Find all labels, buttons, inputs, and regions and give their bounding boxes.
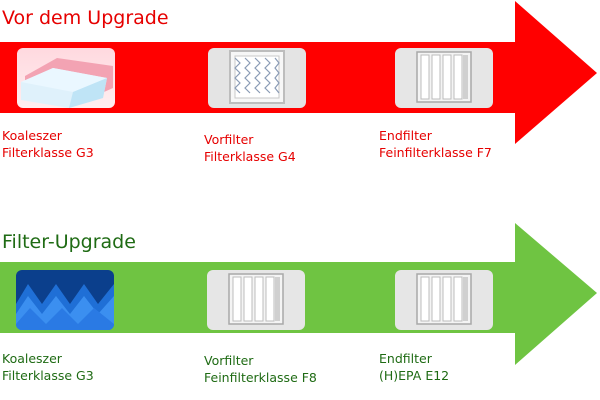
before-title: Vor dem Upgrade [2, 7, 169, 29]
before-stage-3-label: Endfilter Feinfilterklasse F7 [379, 127, 492, 161]
stage-class: Feinfilterklasse F8 [204, 370, 317, 385]
coalescer-pad-image [17, 48, 115, 108]
bag-filter-image [207, 270, 305, 330]
upgrade-stage-3-label: Endfilter (H)EPA E12 [379, 350, 449, 384]
before-stage-2-label: Vorfilter Filterklasse G4 [204, 131, 296, 165]
bag-filter-image [395, 270, 493, 330]
pleated-panel-filter-image [208, 48, 306, 108]
stage-name: Endfilter [379, 128, 432, 143]
upgrade-title: Filter-Upgrade [2, 231, 136, 253]
stage-class: Feinfilterklasse F7 [379, 145, 492, 160]
stage-name: Vorfilter [204, 353, 254, 368]
upgrade-stage-1-label: Koaleszer Filterklasse G3 [2, 350, 94, 384]
blue-coalescer-mat-image [16, 270, 114, 330]
stage-name: Endfilter [379, 351, 432, 366]
stage-class: Filterklasse G3 [2, 368, 94, 383]
stage-name: Vorfilter [204, 132, 254, 147]
bag-filter-image [395, 48, 493, 108]
stage-class: Filterklasse G3 [2, 145, 94, 160]
stage-name: Koaleszer [2, 128, 62, 143]
stage-class: Filterklasse G4 [204, 149, 296, 164]
stage-name: Koaleszer [2, 351, 62, 366]
upgrade-stage-2-label: Vorfilter Feinfilterklasse F8 [204, 352, 317, 386]
before-stage-1-label: Koaleszer Filterklasse G3 [2, 127, 94, 161]
stage-class: (H)EPA E12 [379, 368, 450, 383]
